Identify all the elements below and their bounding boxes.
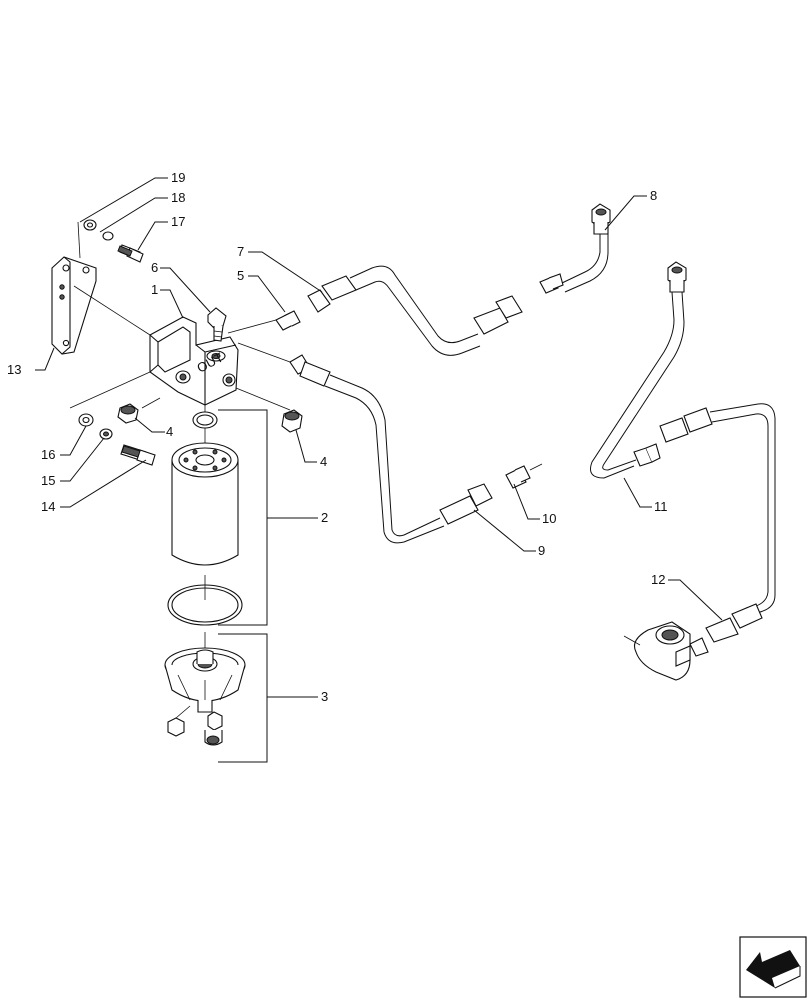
callout-16: 16	[41, 447, 55, 462]
callout-14: 14	[41, 499, 55, 514]
callout-5: 5	[237, 268, 244, 283]
callout-labels: 19 18 17 13 6 1 5 7 8 4 4 16 15 14 2 3 1…	[7, 170, 668, 704]
leader-lines	[35, 177, 723, 621]
next-page-arrow-icon[interactable]	[739, 936, 807, 998]
fuel-line-upper	[227, 203, 611, 356]
tee-block	[623, 621, 691, 681]
plug-left	[117, 403, 139, 424]
callout-13: 13	[7, 362, 21, 377]
bolt-14-washers	[78, 413, 156, 466]
callout-3: 3	[321, 689, 328, 704]
bracket-3	[218, 633, 318, 763]
callout-7: 7	[237, 244, 244, 259]
fuel-line-middle	[237, 342, 543, 544]
seal-ring-bottom	[167, 575, 243, 648]
callout-6: 6	[151, 260, 158, 275]
callout-10: 10	[542, 511, 556, 526]
callout-4-left: 4	[166, 424, 173, 439]
callout-9: 9	[538, 543, 545, 558]
mounting-bracket	[51, 221, 151, 355]
callout-18: 18	[171, 190, 185, 205]
filter-head: OUT	[69, 307, 291, 416]
callout-12: 12	[651, 572, 665, 587]
callout-19: 19	[171, 170, 185, 185]
seal-ring-top	[192, 411, 218, 429]
bolt-17-washers	[83, 219, 144, 263]
callout-17: 17	[171, 214, 185, 229]
filter-cartridge	[171, 428, 239, 566]
filter-bowl	[164, 647, 246, 746]
callout-1: 1	[151, 282, 158, 297]
callout-11: 11	[654, 499, 668, 514]
plug-right	[281, 409, 303, 433]
callout-2: 2	[321, 510, 328, 525]
callout-4-right: 4	[320, 454, 327, 469]
bracket-2	[218, 409, 318, 626]
fuel-line-right	[590, 261, 776, 657]
callout-8: 8	[650, 188, 657, 203]
callout-15: 15	[41, 473, 55, 488]
